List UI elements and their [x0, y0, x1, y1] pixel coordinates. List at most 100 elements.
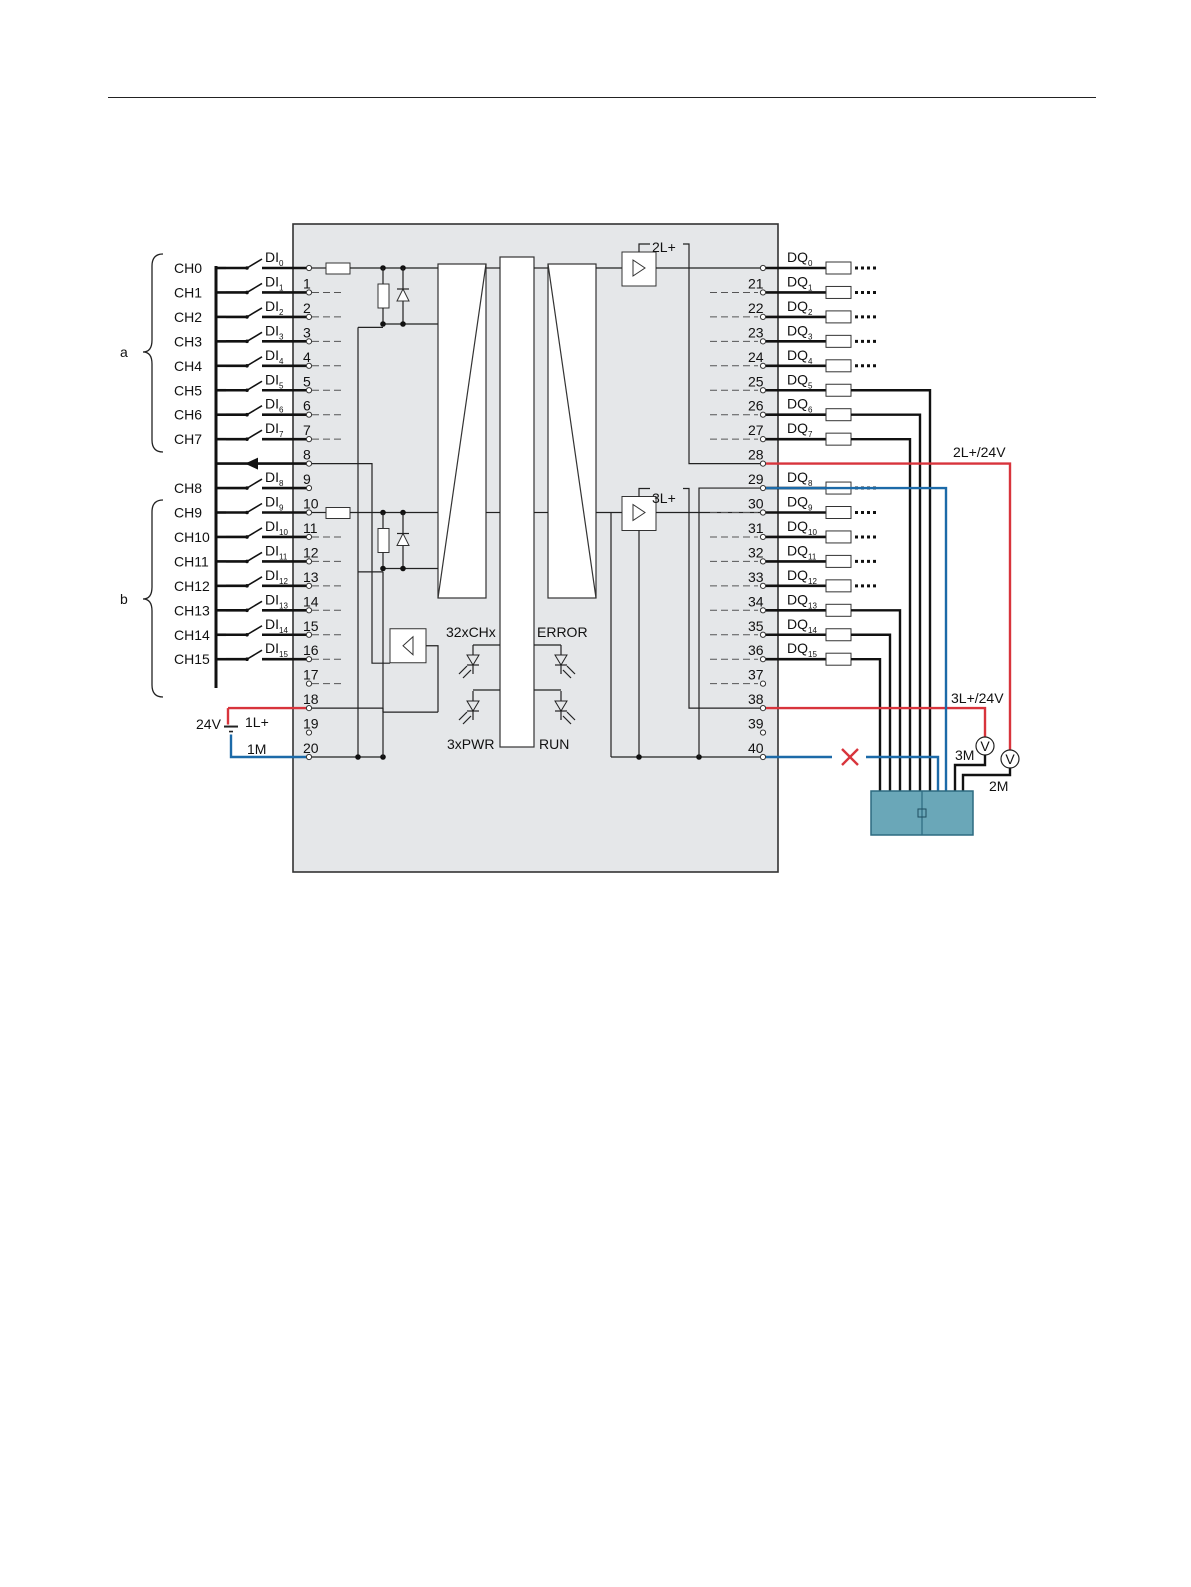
junction	[400, 565, 406, 572]
load-resistor	[825, 359, 852, 373]
right-terminal	[759, 313, 767, 320]
load-resistor	[825, 285, 852, 299]
supply-minus-label: 1M	[247, 741, 266, 757]
load-resistor	[825, 261, 852, 275]
connector-icon	[917, 808, 927, 818]
switch-blade	[246, 258, 263, 269]
channel-label: CH10	[174, 529, 210, 545]
supply-2l-wire	[766, 462, 1012, 750]
right-terminal-label: 34	[748, 593, 764, 609]
left-terminal-label: 17	[303, 667, 319, 683]
left-terminal	[305, 313, 313, 320]
led-ray	[458, 665, 468, 675]
channel-label: CH4	[174, 358, 202, 374]
dq-label: DQ1	[787, 273, 813, 292]
left-terminal	[305, 729, 313, 736]
switch-blade	[246, 331, 263, 343]
wire	[638, 487, 650, 497]
internal-3l-label: 3L+	[652, 490, 676, 506]
dq-label: DQ14	[787, 616, 817, 635]
voltmeter-label: V	[980, 738, 990, 754]
internal-2l-label: 2L+	[652, 239, 676, 255]
load-resistor	[825, 432, 852, 446]
left-terminal-label: 3	[303, 324, 311, 340]
diode-icon	[396, 287, 410, 302]
right-terminal	[759, 680, 767, 687]
dq-label: DQ8	[787, 469, 813, 488]
dq-label: DQ15	[787, 640, 817, 659]
left-terminal-label: 15	[303, 618, 319, 634]
di-label: DI14	[265, 616, 288, 635]
channel-label: CH11	[174, 553, 209, 569]
right-terminal	[759, 753, 767, 761]
left-terminal-label: 14	[303, 593, 319, 609]
left-terminal-label: 1	[303, 275, 311, 291]
right-terminal	[759, 729, 767, 736]
right-terminal-label: 33	[748, 569, 764, 585]
right-terminal	[759, 558, 767, 565]
ground-wire	[961, 768, 1012, 792]
dq-label: DQ10	[787, 518, 817, 537]
left-terminal-label: 20	[303, 740, 319, 756]
right-terminal-label: 31	[748, 520, 764, 536]
resistor	[377, 283, 390, 309]
wire	[426, 645, 439, 713]
monitor-block	[389, 628, 427, 664]
led-error-label: ERROR	[537, 624, 588, 640]
right-terminal	[759, 484, 767, 492]
switch-blade	[246, 649, 263, 660]
wire	[638, 243, 650, 252]
external-2l-24v-label: 2L+/24V	[953, 444, 1006, 460]
left-terminal-label: 12	[303, 544, 319, 560]
left-terminal-label: 9	[303, 471, 311, 487]
load-resistor	[825, 408, 852, 422]
output-wire	[851, 658, 882, 792]
amplifier-icon	[632, 259, 646, 277]
left-terminal	[305, 753, 313, 761]
dq-label: DQ13	[787, 591, 817, 610]
led-ray	[562, 669, 572, 679]
wire	[683, 487, 760, 709]
right-terminal-label: 24	[748, 349, 764, 365]
group-label-b: b	[120, 591, 128, 607]
right-terminal-label: 37	[748, 667, 764, 683]
left-terminal	[305, 607, 313, 614]
load-resistor	[825, 530, 852, 544]
right-terminal-label: 22	[748, 300, 764, 316]
switch-blade	[246, 380, 263, 391]
junction	[355, 754, 361, 760]
di-label: DI12	[265, 567, 288, 586]
channel-label: CH12	[174, 578, 210, 594]
dq-label: DQ0	[787, 249, 813, 268]
right-terminal-label: 38	[748, 691, 764, 707]
di-label: DI5	[265, 371, 284, 390]
left-terminal	[305, 264, 313, 272]
right-terminal-label: 36	[748, 642, 764, 658]
group-braces	[142, 253, 164, 698]
left-terminal-label: 8	[303, 447, 311, 463]
channel-label: CH3	[174, 333, 202, 349]
right-terminal	[759, 533, 767, 541]
right-terminal	[759, 460, 767, 467]
ground-wire	[866, 755, 940, 792]
triangle-icon	[402, 635, 414, 656]
led-run-label: RUN	[539, 736, 569, 752]
right-terminal-label: 29	[748, 471, 764, 487]
amplifier-icon	[632, 503, 646, 522]
supply-3l-wire	[766, 706, 987, 738]
left-terminal	[305, 460, 313, 467]
right-terminal	[759, 264, 767, 272]
left-terminal	[305, 411, 313, 418]
left-terminal	[305, 387, 313, 394]
channel-label: CH6	[174, 407, 202, 423]
right-terminal-label: 32	[748, 544, 764, 560]
left-terminal	[305, 582, 313, 589]
switch-blade	[246, 576, 263, 587]
right-terminal	[759, 436, 767, 443]
led-ray	[458, 711, 468, 721]
output-wire	[851, 633, 892, 792]
switch-blade	[246, 600, 263, 611]
dq-label: DQ11	[787, 542, 817, 561]
dq-label: DQ9	[787, 494, 813, 513]
left-terminal	[305, 705, 313, 712]
